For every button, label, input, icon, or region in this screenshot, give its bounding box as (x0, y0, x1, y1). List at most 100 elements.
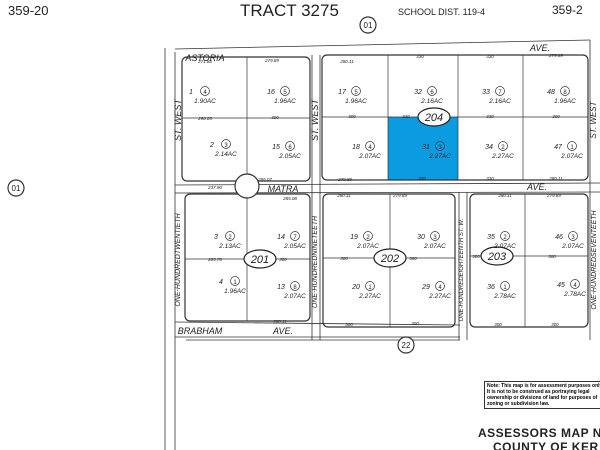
block-number-oval (373, 248, 407, 268)
dimension-label: 330 (418, 176, 426, 181)
lot-number: 16 (267, 89, 275, 96)
parcel-number: 7 (498, 90, 502, 96)
dimension-label: 279.89 (392, 193, 407, 198)
block-boundary (321, 54, 589, 181)
parcel-number-circle (435, 141, 445, 151)
parcel-number: 8 (563, 90, 567, 96)
parcel-number-circle (435, 281, 445, 291)
parcel-number-circle (365, 281, 375, 291)
parcel-number-circle (430, 231, 440, 241)
lot-number: 3 (214, 234, 218, 241)
dimension-label: 300 (494, 322, 502, 327)
parcel-number-circle (363, 231, 373, 241)
parcel-number-circle (200, 86, 210, 96)
parcel-acreage: 1.96AC (345, 98, 367, 105)
parcel-number: 1 (233, 280, 237, 286)
street-label-west_st_2: ST. WEST (310, 98, 320, 141)
street-label-brabham_ave: AVE. (272, 326, 293, 336)
lot-number: 20 (351, 284, 360, 291)
dimension-label: 300 (271, 115, 279, 120)
block-number-oval (243, 249, 277, 269)
lot-number: 35 (487, 234, 495, 241)
parcel-number: 6 (288, 145, 292, 151)
dimension-label: 285.08 (282, 196, 297, 201)
dimension-label: 330 (486, 54, 494, 59)
lot-number: 32 (414, 89, 422, 96)
lot-number: 4 (219, 279, 223, 286)
street-label-brabham: BRABHAM (178, 326, 223, 336)
dimension-label: 280.11 (548, 176, 563, 181)
parcel-number: 3 (571, 235, 575, 241)
street-label-west_st_1: ST. WEST (173, 98, 183, 141)
parcel-acreage: 2.13AC (218, 243, 241, 250)
lot-number: 14 (277, 234, 285, 241)
lot-number: 15 (272, 144, 280, 151)
parcel-number-circle (351, 86, 361, 96)
lot-number: 2 (209, 142, 214, 149)
parcel-number: 4 (573, 283, 577, 289)
parcel-acreage: 2.27AC (491, 153, 514, 160)
highlighted-parcel (388, 117, 458, 180)
parcel-number: 3 (438, 145, 442, 151)
book-page-circle (397, 336, 415, 354)
lot-number: 33 (482, 89, 490, 96)
parcel-number: 2 (228, 235, 232, 241)
dimension-label: 300 (548, 254, 556, 259)
parcel-acreage: 2.05AC (283, 243, 306, 250)
school-district: SCHOOL DIST. 119-4 (398, 7, 486, 17)
book-page-number: 01 (364, 21, 373, 30)
parcel-number: 4 (203, 90, 207, 96)
dimension-label: 285.07 (257, 177, 272, 182)
dimension-label: 237.90 (207, 185, 222, 190)
page-number-left: 359-20 (8, 3, 49, 18)
parcel-number-circle (498, 141, 508, 151)
parcel-acreage: 2.27AC (428, 293, 451, 300)
parcel-number: 3 (433, 235, 437, 241)
parcel-number: 2 (501, 145, 505, 151)
lot-number: 13 (277, 284, 285, 291)
disclaimer-note: Note: This map is for assessment purpose… (484, 381, 600, 409)
lot-number: 29 (421, 284, 430, 291)
lot-number: 46 (555, 234, 563, 241)
parcel-number: 1 (368, 285, 372, 291)
dimension-label: 279.89 (264, 58, 279, 63)
parcel-acreage: 2.07AC (561, 243, 584, 250)
block-boundary (322, 193, 456, 328)
street-label-st_120: ONE-HUNDREDTWENTIETH (175, 212, 182, 306)
book-page-circle (359, 16, 377, 34)
parcel-number: 1 (570, 145, 574, 151)
parcel-number-circle (221, 139, 231, 149)
parcel-number-circle (560, 86, 570, 96)
lot-number: 34 (485, 144, 493, 151)
parcel-number-circle (285, 141, 295, 151)
dimension-label: 300 (345, 322, 353, 327)
parcel-acreage: 1.96AC (274, 98, 296, 105)
dimension-label: 279.89 (337, 177, 352, 182)
dimension-label: 330 (486, 114, 494, 119)
lot-number: 17 (338, 89, 347, 96)
lot-number: 45 (557, 282, 565, 289)
street-label-st_117: ONE-HUNDREDSEVENTEETH (591, 209, 598, 309)
parcel-acreage: 2.07AC (493, 243, 516, 250)
dimension-label: 300 (340, 256, 348, 261)
lot-number: 48 (547, 89, 555, 96)
parcel-number-circle (500, 281, 510, 291)
book-page-number: 22 (402, 341, 411, 350)
lot-number: 19 (350, 234, 358, 241)
dimension-label: 330 (416, 54, 424, 59)
street-label-st_119: ONE-HUNDREDNINETEETH (312, 215, 319, 308)
dimension-label: 280.11 (336, 193, 351, 198)
parcel-number-circle (427, 86, 437, 96)
dimension-label: 279.89 (548, 53, 563, 58)
block-number: 201 (250, 254, 269, 266)
book-page-circle (7, 179, 25, 197)
parcel-number: 4 (368, 145, 372, 151)
parcel-number: 5 (354, 90, 358, 96)
parcel-number: 8 (293, 285, 297, 291)
parcel-number-circle (567, 141, 577, 151)
street-label-matra_ave: AVE. (526, 182, 547, 192)
dimension-label: 330 (402, 114, 410, 119)
block-number: 204 (424, 112, 443, 124)
parcel-number: 2 (366, 235, 370, 241)
parcel-number-circle (230, 276, 240, 286)
